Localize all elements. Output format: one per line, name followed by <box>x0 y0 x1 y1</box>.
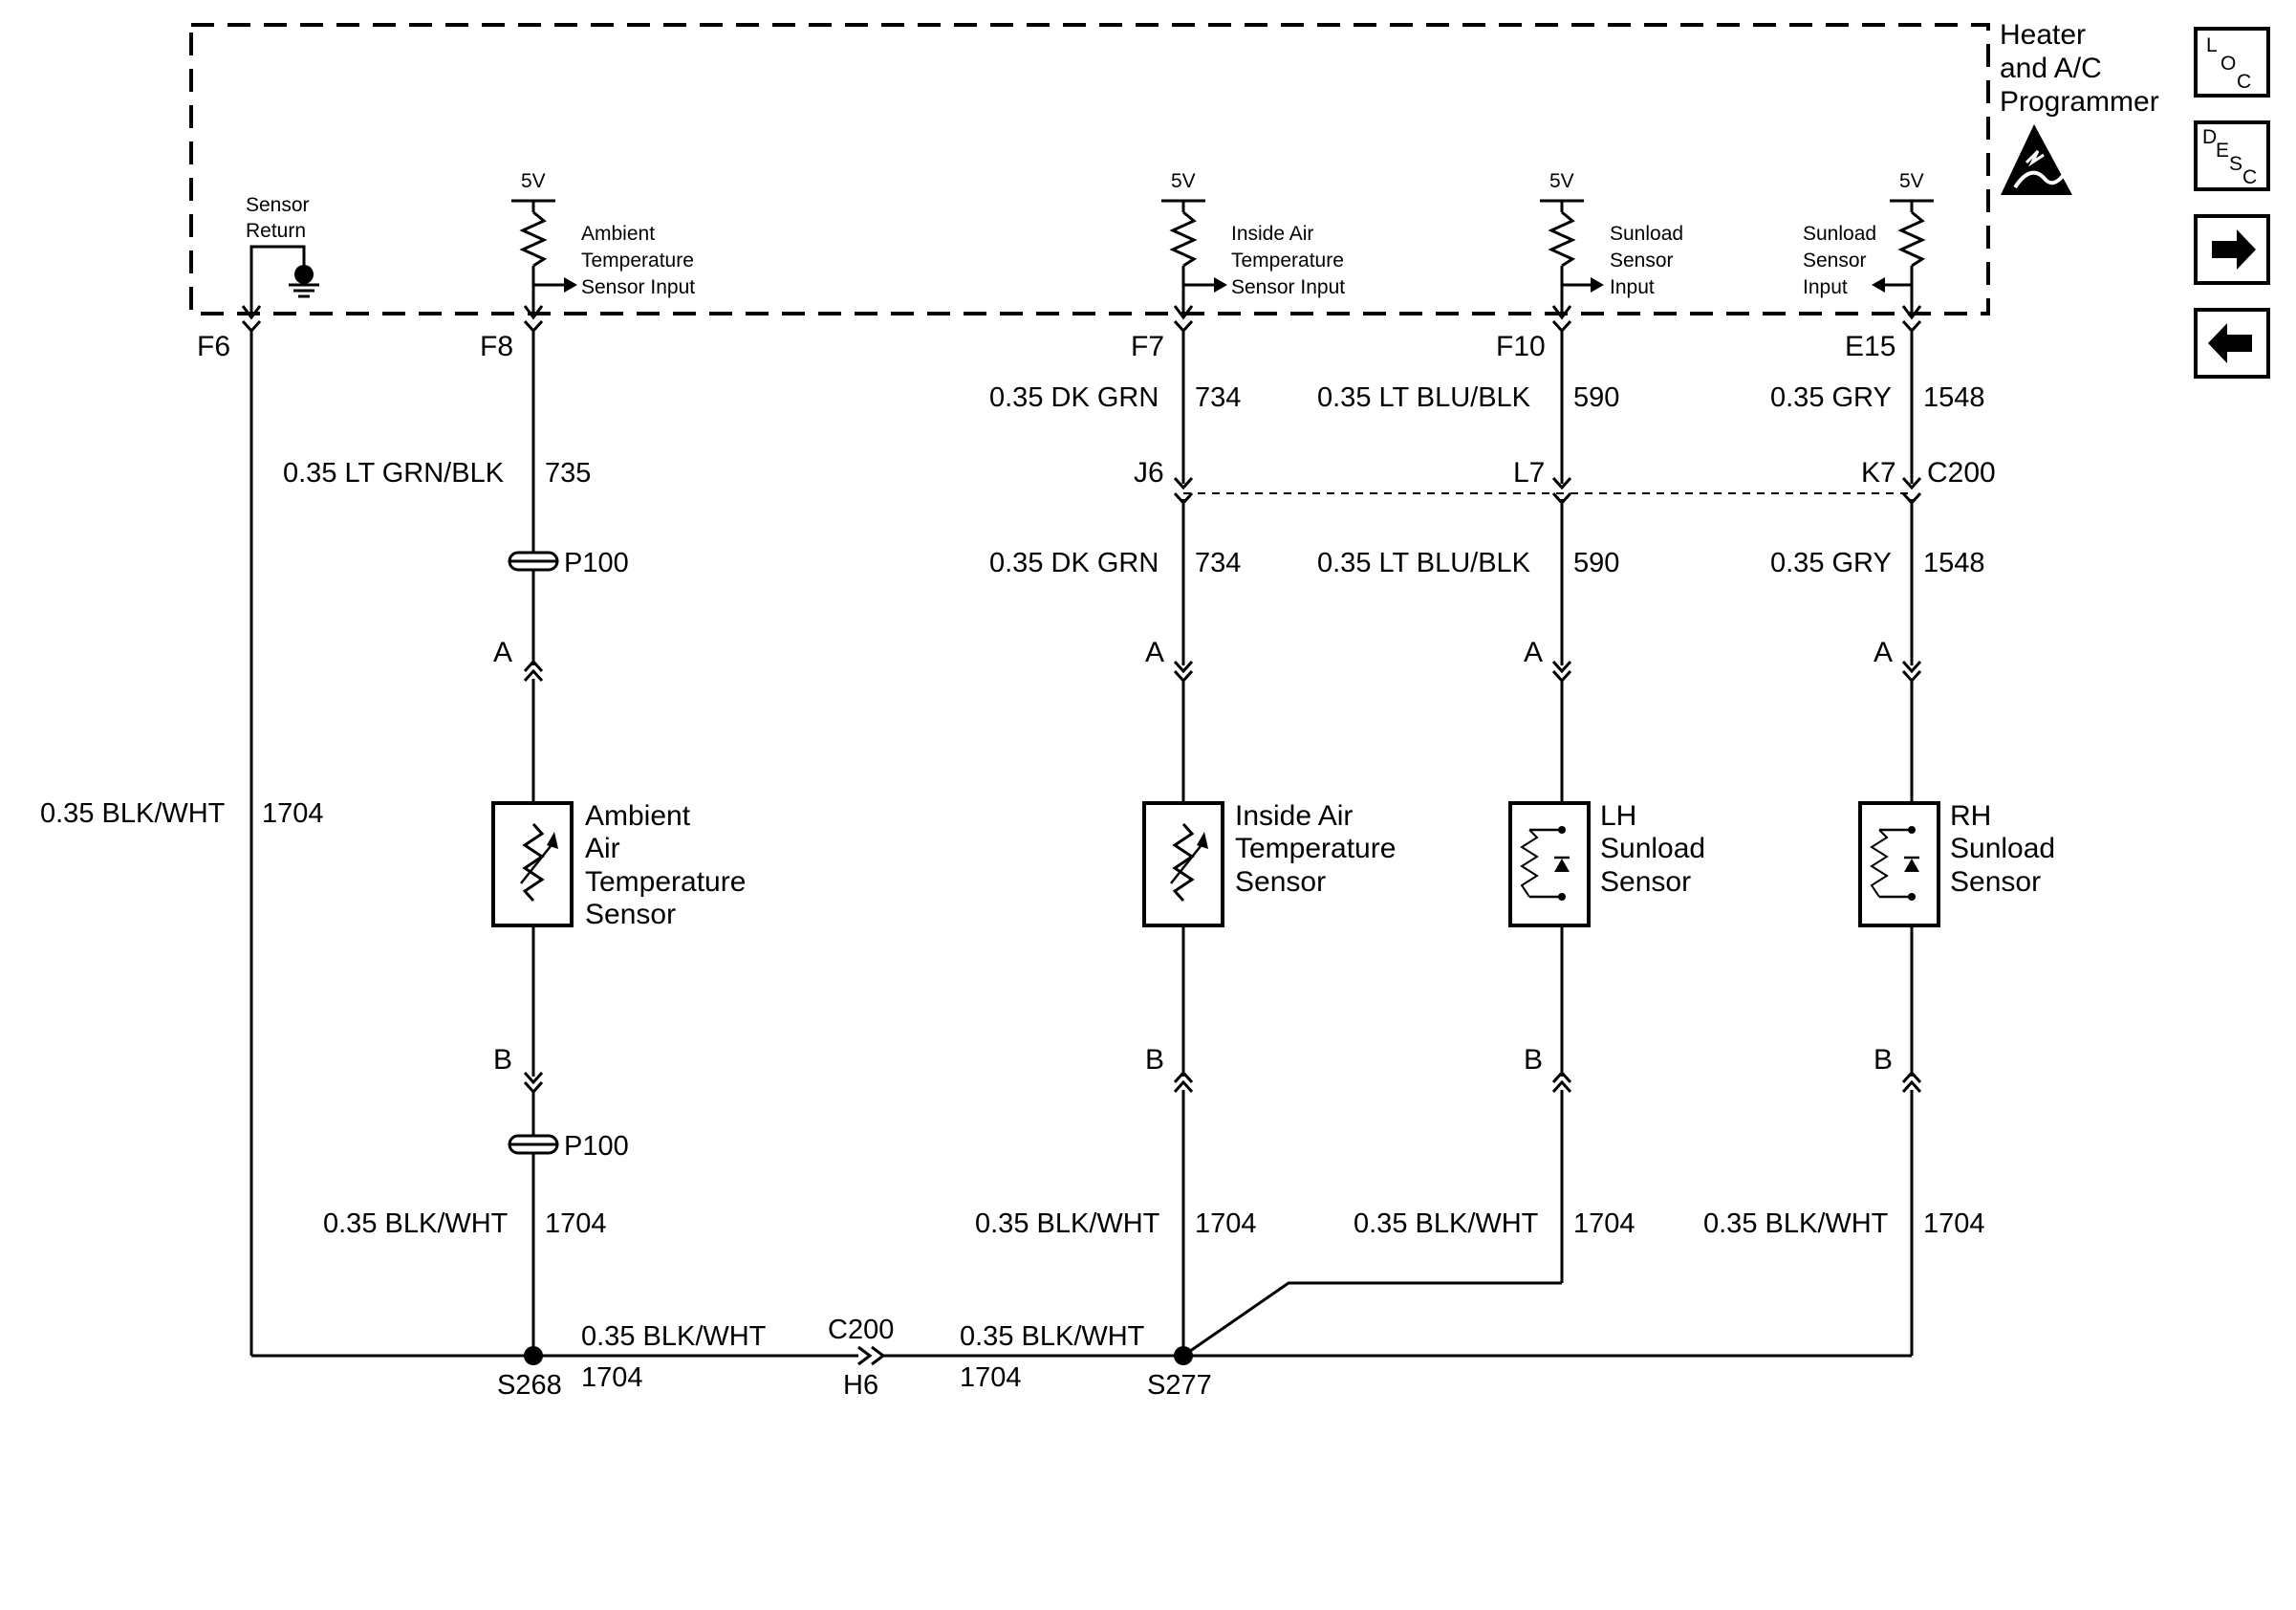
inside-air-input-label: Inside Air Temperature Sensor Input <box>1231 223 1350 298</box>
wire-label-gry-lower: 0.35 GRY <box>1770 548 1892 578</box>
e15-supply: 5V <box>1872 170 1934 312</box>
pin-f8: F8 <box>480 331 513 362</box>
svg-text:C: C <box>2237 71 2251 93</box>
connector-c200-lower: C200 <box>828 1315 894 1345</box>
sensor-pin-a-terminals <box>523 659 1922 684</box>
pin-f10: F10 <box>1496 331 1546 362</box>
circuit-1548-lower: 1548 <box>1923 548 1985 578</box>
inside-air-temperature-sensor <box>1142 801 1224 927</box>
wire-label-dk-grn-upper: 0.35 DK GRN <box>989 382 1159 413</box>
f7-supply: 5V <box>1161 170 1227 312</box>
esd-warning-icon <box>2001 124 2072 195</box>
p100-lower-grommet <box>508 1134 559 1155</box>
circuit-590-lower: 590 <box>1573 548 1619 578</box>
circuit-1704-lh: 1704 <box>1573 1208 1635 1239</box>
circuit-1704-bus-right: 1704 <box>960 1362 1022 1393</box>
rh-sunload-sensor <box>1858 801 1940 927</box>
module-name: Heater and A/C Programmer <box>2000 19 2159 118</box>
rh-sunload-pin-b: B <box>1874 1044 1893 1076</box>
wire-label-blk-wht-lh: 0.35 BLK/WHT <box>1354 1208 1539 1239</box>
inside-air-sensor-label: Inside Air Temperature Sensor <box>1235 800 1404 898</box>
rh-sunload-input-label: Sunload Sensor Input <box>1803 223 1882 298</box>
svg-text:5V: 5V <box>1171 170 1196 192</box>
wire-label-lt-blu-blk-lower: 0.35 LT BLU/BLK <box>1317 548 1531 578</box>
f10-supply: 5V <box>1540 170 1604 312</box>
lh-sunload-input-label: Sunload Sensor Input <box>1610 223 1689 298</box>
f8-supply: 5V <box>511 170 577 312</box>
rh-sunload-pin-a: A <box>1874 637 1893 668</box>
description-icon[interactable]: D E S C <box>2194 120 2270 191</box>
wire-label-blk-wht-bus-right: 0.35 BLK/WHT <box>960 1321 1145 1352</box>
svg-text:5V: 5V <box>521 170 546 192</box>
pin-f6: F6 <box>197 331 230 362</box>
svg-text:E: E <box>2216 140 2229 162</box>
pin-j6: J6 <box>1134 457 1164 489</box>
lh-sunload-pin-a: A <box>1524 637 1543 668</box>
locator-icon[interactable]: L O C <box>2194 27 2270 98</box>
arrow-right-icon[interactable] <box>2194 214 2270 285</box>
wire-label-blk-wht-inside-air: 0.35 BLK/WHT <box>975 1208 1160 1239</box>
pin-f7: F7 <box>1131 331 1164 362</box>
c200-inline-connector <box>1173 476 1922 506</box>
wire-label-blk-wht-bus-left: 0.35 BLK/WHT <box>581 1321 767 1352</box>
svg-text:5V: 5V <box>1549 170 1574 192</box>
inside-air-pin-a: A <box>1145 637 1164 668</box>
pin-k7: K7 <box>1861 457 1896 489</box>
circuit-1704-rh: 1704 <box>1923 1208 1985 1239</box>
splice-s277-label: S277 <box>1147 1370 1212 1401</box>
wire-label-blk-wht-ambient: 0.35 BLK/WHT <box>323 1208 509 1239</box>
circuit-734-lower: 734 <box>1195 548 1241 578</box>
p100-upper-grommet <box>508 551 559 572</box>
splice-s277 <box>1174 1346 1193 1365</box>
wire-label-gry-upper: 0.35 GRY <box>1770 382 1892 413</box>
pin-l7: L7 <box>1513 457 1545 489</box>
svg-text:5V: 5V <box>1899 170 1924 192</box>
wire-label-blk-wht-return: 0.35 BLK/WHT <box>40 798 226 829</box>
module-outline <box>189 23 1990 315</box>
ground-bus <box>251 1281 1912 1366</box>
wire-label-dk-grn-lower: 0.35 DK GRN <box>989 548 1159 578</box>
svg-text:L: L <box>2206 34 2218 56</box>
ambient-sensor-label: Ambient Air Temperature Sensor <box>585 800 754 930</box>
rh-sunload-sensor-label: RH Sunload Sensor <box>1950 800 2063 898</box>
p100-upper-label: P100 <box>564 548 629 578</box>
sensor-pin-b-terminals <box>523 1070 1922 1095</box>
circuit-734-upper: 734 <box>1195 382 1241 413</box>
sensor-return-label: Sensor Return <box>246 194 314 242</box>
circuit-1704-return: 1704 <box>262 798 324 829</box>
connector-c200-upper: C200 <box>1927 457 1996 489</box>
ambient-pin-b: B <box>493 1044 512 1076</box>
pin-h6: H6 <box>843 1370 878 1401</box>
svg-text:C: C <box>2242 166 2257 188</box>
p100-lower-label: P100 <box>564 1131 629 1162</box>
circuit-735: 735 <box>545 458 591 489</box>
svg-text:S: S <box>2229 153 2242 175</box>
circuit-1704-ambient: 1704 <box>545 1208 607 1239</box>
lh-sunload-pin-b: B <box>1524 1044 1543 1076</box>
pin-e15: E15 <box>1845 331 1895 362</box>
wire-label-blk-wht-rh: 0.35 BLK/WHT <box>1703 1208 1889 1239</box>
inside-air-pin-b: B <box>1145 1044 1164 1076</box>
ambient-input-label: Ambient Temperature Sensor Input <box>581 223 700 298</box>
svg-text:O: O <box>2220 53 2236 75</box>
ground-icon <box>289 265 319 298</box>
splice-s268-label: S268 <box>497 1370 562 1401</box>
wire-label-lt-blu-blk-upper: 0.35 LT BLU/BLK <box>1317 382 1531 413</box>
lh-sunload-sensor-label: LH Sunload Sensor <box>1600 800 1713 898</box>
splice-s268 <box>524 1346 543 1365</box>
ambient-pin-a: A <box>493 637 512 668</box>
circuit-1548-upper: 1548 <box>1923 382 1985 413</box>
module-pin-terminals <box>241 305 1922 334</box>
circuit-1704-inside-air: 1704 <box>1195 1208 1257 1239</box>
circuit-590-upper: 590 <box>1573 382 1619 413</box>
ambient-air-temperature-sensor <box>491 801 574 927</box>
arrow-left-icon[interactable] <box>2194 308 2270 379</box>
lh-sunload-sensor <box>1508 801 1591 927</box>
svg-text:D: D <box>2202 126 2217 148</box>
circuit-1704-bus-left: 1704 <box>581 1362 643 1393</box>
wire-label-lt-grn-blk: 0.35 LT GRN/BLK <box>283 458 505 489</box>
